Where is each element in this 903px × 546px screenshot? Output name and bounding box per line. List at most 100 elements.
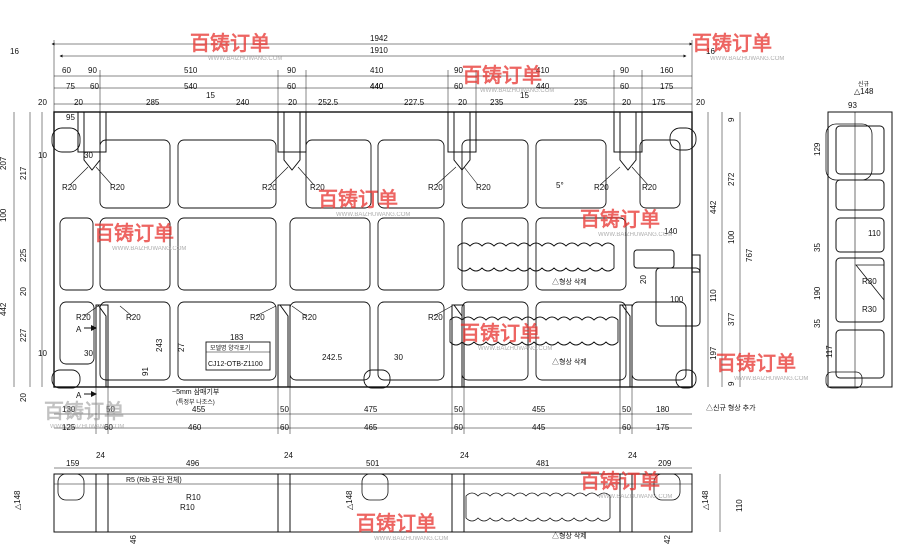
- bottom-r: R10: [186, 493, 201, 502]
- dim-text: 20: [19, 393, 28, 402]
- watermark-brand: 百铸订单: [716, 351, 796, 375]
- dim-text: 100: [0, 208, 8, 222]
- dim-text: 60: [287, 82, 296, 91]
- side-tag: △148: [854, 87, 874, 96]
- radius-label: R20: [428, 313, 443, 322]
- watermark: 百铸订单 WWW.BAIZHUWANG.COM: [580, 469, 672, 500]
- watermark: 百铸订单 WWW.BAIZHUWANG.COM: [94, 221, 186, 252]
- watermark: 百铸订单 WWW.BAIZHUWANG.COM: [580, 207, 672, 238]
- watermark-brand: 百铸订单: [692, 31, 772, 55]
- dim-text: 90: [287, 66, 296, 75]
- cell-grid: [59, 139, 687, 381]
- top-ribs: [77, 111, 643, 171]
- note-text: △형상 삭제: [552, 531, 587, 540]
- bottom-tag: △148: [345, 490, 354, 510]
- bottom-dim: 159: [66, 459, 80, 468]
- dim-text: 50: [280, 405, 289, 414]
- side-dim: 35: [813, 319, 822, 328]
- dim-text: 20: [38, 98, 47, 107]
- radius-label: R30: [862, 305, 877, 314]
- note-text: ~5mm 삼매기부: [172, 387, 220, 396]
- watermark: 百铸订单 WWW.BAIZHUWANG.COM: [462, 63, 554, 94]
- dim-text: 440: [536, 82, 550, 91]
- dim-text: 510: [184, 66, 198, 75]
- radius-label: R20: [476, 183, 491, 192]
- dim-text: 445: [532, 423, 546, 432]
- dim-text: 20: [288, 98, 297, 107]
- note-text: △형상 삭제: [552, 357, 587, 366]
- watermark: 百铸订单 WWW.BAIZHUWANG.COM: [692, 31, 784, 62]
- dim-text: 442: [709, 200, 718, 214]
- watermark-brand: 百铸订单: [356, 511, 436, 535]
- dim-text: 20: [458, 98, 467, 107]
- bottom-dim: 24: [284, 451, 293, 460]
- watermark: 百铸订单 WWW.BAIZHUWANG.COM: [460, 321, 552, 352]
- bottom-dim: 501: [366, 459, 380, 468]
- bottom-dim: 209: [658, 459, 672, 468]
- dim-text: 240: [236, 98, 250, 107]
- side-dim: 129: [813, 142, 822, 156]
- note-text: (특정부 나조스): [176, 398, 215, 406]
- dim-text: 100: [727, 230, 736, 244]
- watermark-url: WWW.BAIZHUWANG.COM: [336, 212, 410, 218]
- dim-text: 410: [370, 66, 384, 75]
- watermarks: 百铸订单 WWW.BAIZHUWANG.COM 百铸订单 WWW.BAIZHUW…: [44, 31, 808, 542]
- dim-text: 20: [622, 98, 631, 107]
- dim-text: 125: [62, 423, 76, 432]
- dim-text: 767: [745, 248, 754, 262]
- dim-text: 60: [90, 82, 99, 91]
- bottom-tag: △148: [13, 490, 22, 510]
- watermark-brand: 百铸订单: [190, 31, 270, 55]
- radius-label: R20: [262, 183, 277, 192]
- bottom-note: R5 (Rib 공단 전체): [126, 475, 182, 484]
- radius-label: R20: [250, 313, 265, 322]
- watermark-url: WWW.BAIZHUWANG.COM: [374, 536, 448, 542]
- bottom-small: 46: [129, 535, 138, 544]
- watermark-url: WWW.BAIZHUWANG.COM: [598, 232, 672, 238]
- radius-label: R10: [180, 503, 195, 512]
- side-dim: 93: [848, 101, 857, 110]
- bottom-dim: 24: [96, 451, 105, 460]
- bottom-tag: △148: [701, 490, 710, 510]
- removed-features: [51, 127, 697, 389]
- dim-text: 90: [620, 66, 629, 75]
- watermark-brand: 百铸订单: [94, 221, 174, 245]
- watermark-brand: 百铸订单: [44, 399, 124, 423]
- frame-border: [53, 111, 693, 388]
- dim-text: 183: [230, 333, 244, 342]
- radius-leaders: [69, 166, 649, 317]
- bottom-height: 110: [735, 499, 744, 512]
- dim-text: 10: [38, 151, 47, 160]
- side-dim: 35: [813, 243, 822, 252]
- dim-text: 20: [696, 98, 705, 107]
- dim-text: 475: [364, 405, 378, 414]
- watermark-url: WWW.BAIZHUWANG.COM: [478, 346, 552, 352]
- dim-text: 27: [177, 343, 186, 352]
- dim-text: 20: [19, 287, 28, 296]
- dim-text: 30: [394, 353, 403, 362]
- dim-text: 175: [656, 423, 670, 432]
- dim-text: 9: [727, 117, 736, 122]
- watermark: 百铸订单 WWW.BAIZHUWANG.COM: [356, 511, 448, 542]
- dim-text: 1942: [370, 34, 388, 43]
- plan-view: [51, 111, 701, 397]
- dim-text: 235: [490, 98, 504, 107]
- angle-mark: 5°: [556, 181, 564, 190]
- dim-text: 465: [364, 423, 378, 432]
- dim-text: 10: [38, 349, 47, 358]
- watermark-url: WWW.BAIZHUWANG.COM: [480, 88, 554, 94]
- dim-text: 440: [370, 82, 384, 91]
- watermark-url: WWW.BAIZHUWANG.COM: [734, 376, 808, 382]
- dim-text: 130: [62, 405, 76, 414]
- dim-text: 20: [639, 275, 648, 284]
- radius-label: R20: [594, 183, 609, 192]
- dim-text: 60: [62, 66, 71, 75]
- dim-text: 197: [709, 346, 718, 360]
- watermark-brand: 百铸订单: [460, 321, 540, 345]
- dim-text: 227.5: [404, 98, 425, 107]
- side-view: [825, 111, 893, 389]
- watermark-url: WWW.BAIZHUWANG.COM: [50, 424, 124, 430]
- dim-text: 540: [184, 82, 198, 91]
- dim-text: 410: [536, 66, 550, 75]
